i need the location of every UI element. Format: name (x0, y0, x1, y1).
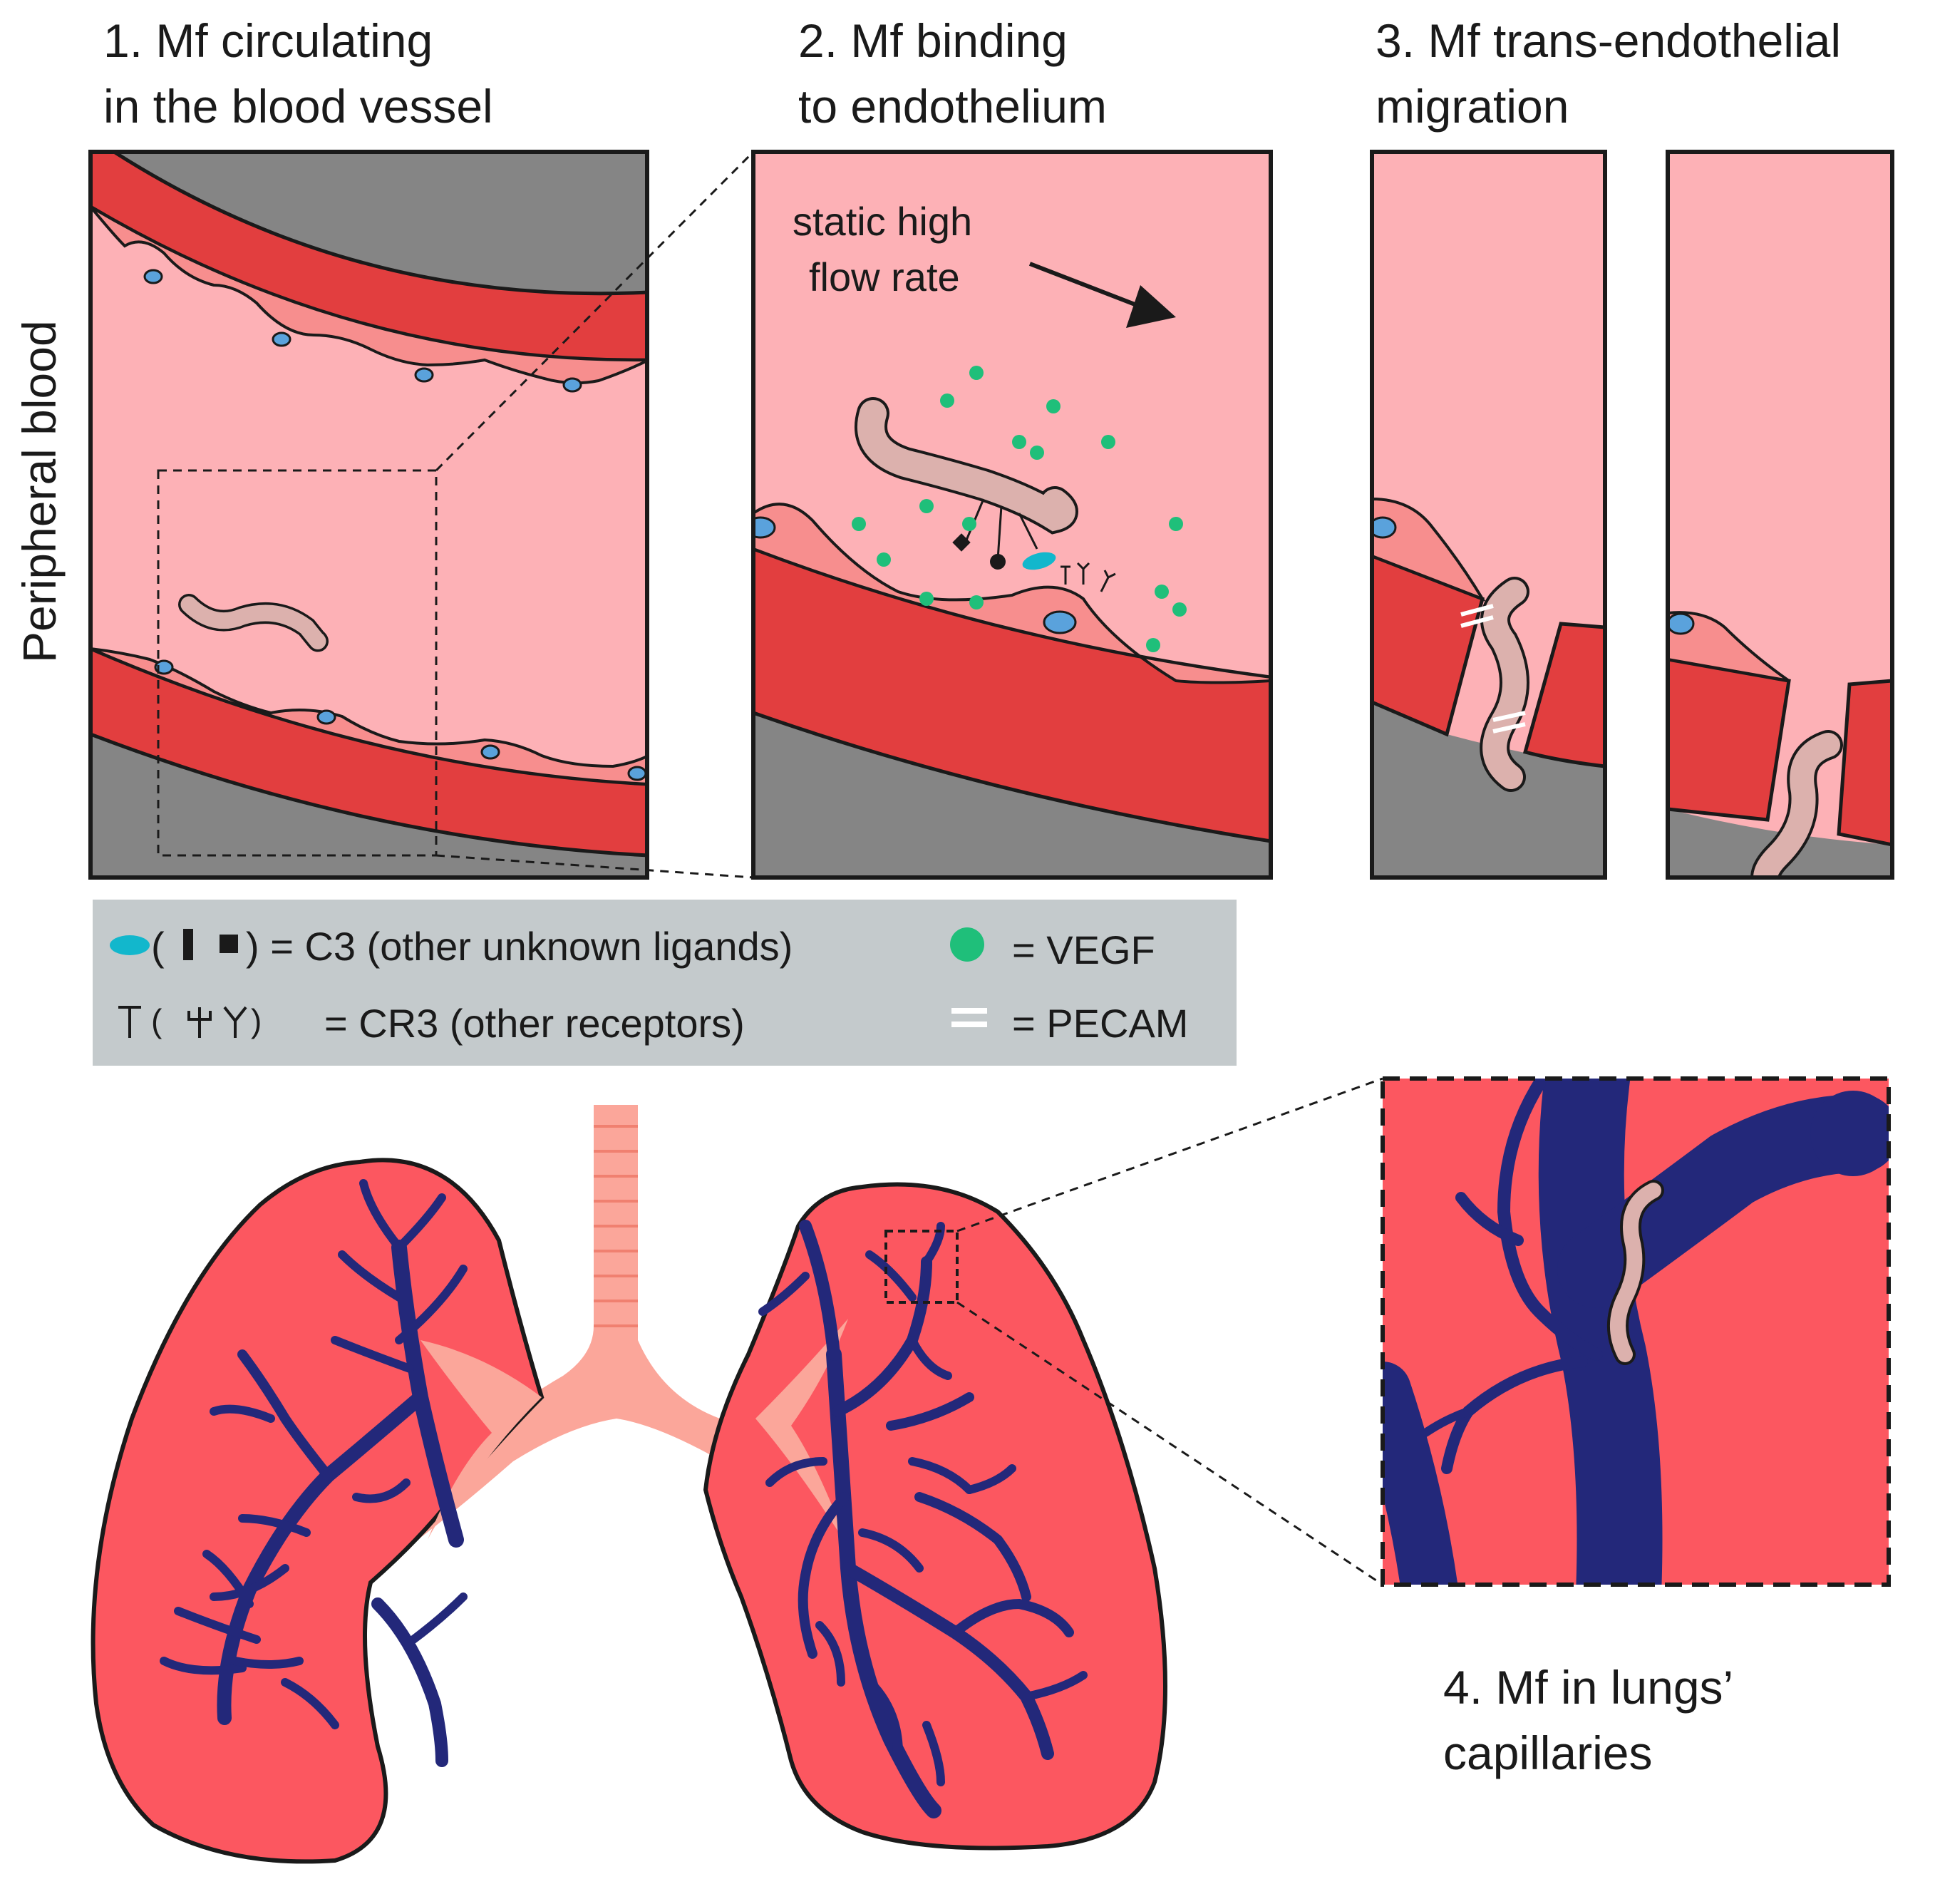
step1-title-line2: in the blood vessel (103, 80, 493, 133)
pecam-legend-icon (951, 1008, 987, 1027)
zoom-connectors-1 (435, 150, 755, 879)
vegf-legend-icon (950, 927, 984, 962)
side-label-peripheral-blood: Peripheral blood (13, 320, 66, 663)
legend-c3-label: ) = C3 (other unknown ligands) (246, 924, 793, 969)
flow-label-line2: flow rate (809, 254, 960, 299)
legend-cr3-close: ) (251, 1002, 262, 1039)
legend-c3-open: ( (151, 924, 165, 969)
panel-2-binding: static high flow rate (751, 150, 1273, 880)
legend: ( ) = C3 (other unknown ligands) = VEGF … (93, 900, 1237, 1066)
step3-title-line1: 3. Mf trans-endothelial (1376, 14, 1841, 67)
legend-pecam-label: = PECAM (1012, 1001, 1188, 1046)
step3-title-line2: migration (1376, 80, 1569, 133)
c3-icon (110, 935, 150, 955)
panel-3b-migration (1666, 150, 1894, 880)
step1-title-line1: 1. Mf circulating (103, 14, 433, 67)
flow-label-line1: static high (793, 199, 972, 244)
panel-1-blood-vessel (88, 150, 649, 880)
legend-cr3-label: = CR3 (other receptors) (324, 1001, 745, 1046)
panel-4-capillaries (1381, 1076, 1891, 1587)
panel-3a-migration (1370, 150, 1607, 880)
step2-title-line2: to endothelium (798, 80, 1107, 133)
right-lung-vessels (758, 1220, 1088, 1818)
flow-arrow-icon (1028, 262, 1142, 309)
titles: 1. Mf circulating in the blood vessel 2.… (13, 14, 1841, 1779)
step4-title-line1: 4. Mf in lungs’ (1443, 1661, 1733, 1714)
zoom-connectors-2 (956, 1077, 1383, 1586)
step4-title-line2: capillaries (1443, 1727, 1652, 1779)
cr3-legend-icon (118, 1006, 247, 1038)
left-lung-vessels (160, 1179, 468, 1767)
step2-title-line1: 2. Mf binding (798, 14, 1068, 67)
legend-cr3-open: ( (151, 1002, 162, 1039)
vegf-dots (852, 366, 1187, 652)
lungs-illustration (91, 1105, 1167, 1864)
legend-vegf-label: = VEGF (1012, 927, 1155, 972)
